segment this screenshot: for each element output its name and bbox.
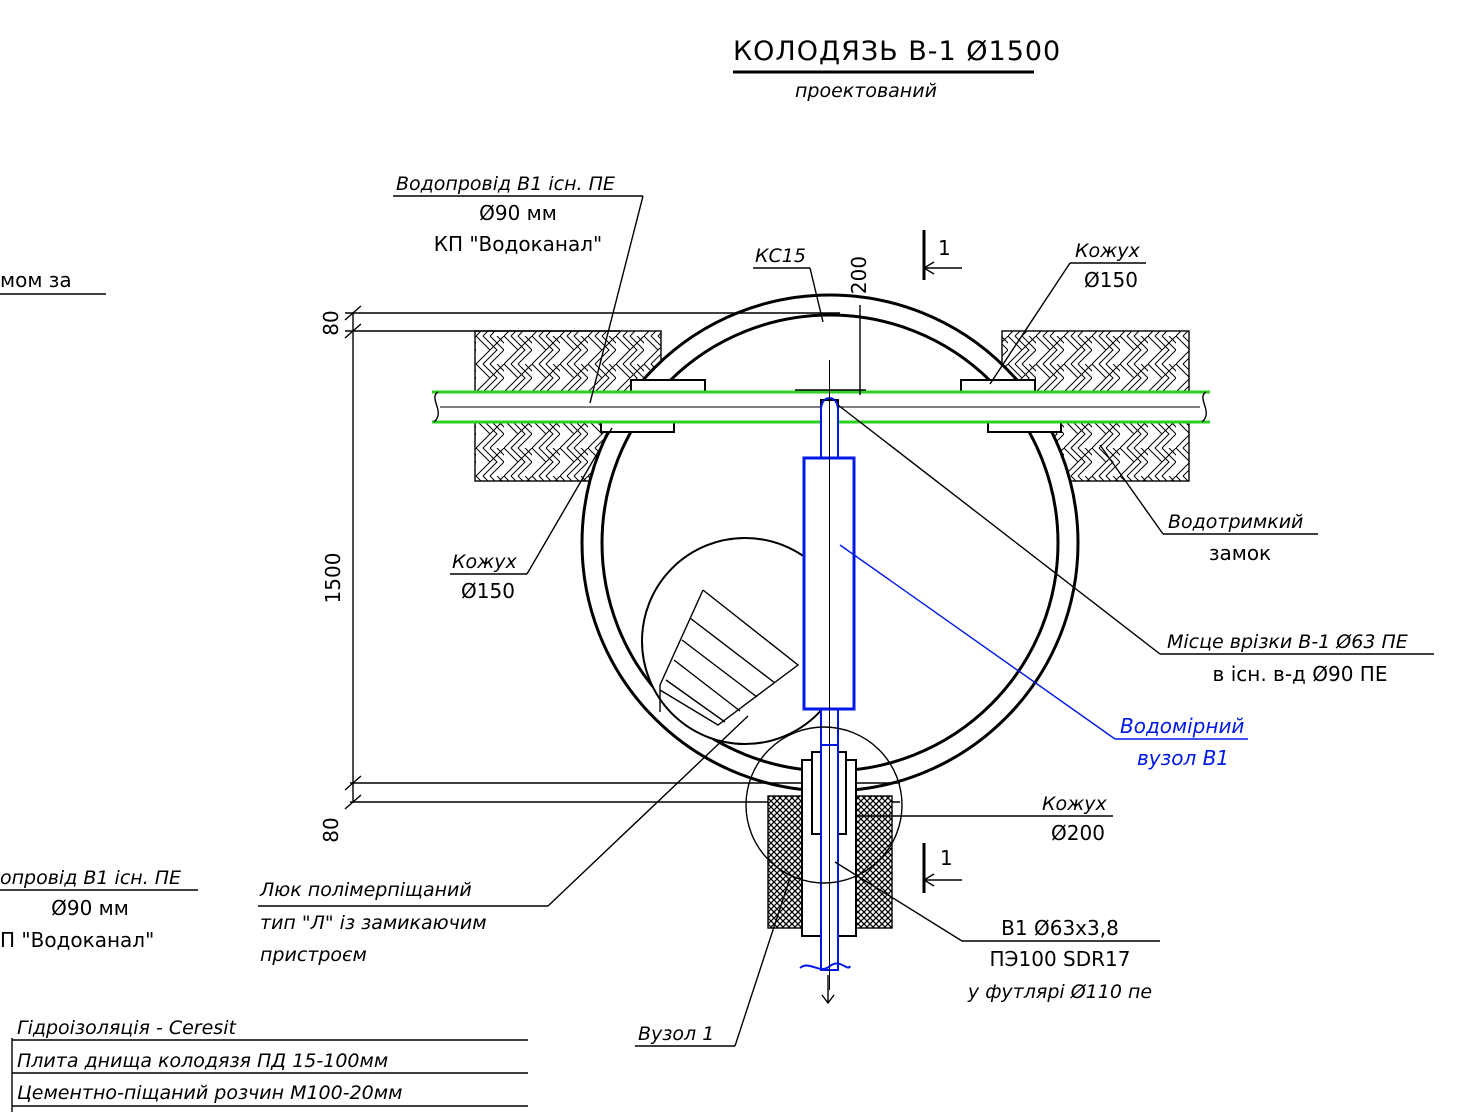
tap-location-label-2: в iсн. в-д Ø90 ПЕ (1213, 662, 1388, 686)
pipe-break-left (433, 391, 439, 423)
dim-200: 200 (847, 256, 871, 294)
meter-node-leader (839, 544, 1116, 740)
dim-80-top: 80 (319, 310, 343, 335)
dim-ticks (344, 305, 362, 810)
tap-location-leader (837, 404, 1161, 655)
watertight-label-2: замок (1209, 541, 1271, 565)
tap-location-label-1: Мiсце врiзки В-1 Ø63 ПЕ (1167, 631, 1408, 653)
section-label-bottom: 1 (940, 846, 953, 870)
casing200-label-1: Кожух (1042, 793, 1107, 815)
b1-label-2: ПЭ100 SDR17 (990, 947, 1131, 971)
layer-1: Гiдроiзоляцiя - Ceresit (17, 1017, 237, 1039)
drawing-subtitle: проектований (795, 80, 937, 102)
meter-node-label-1: Водомiрний (1120, 714, 1244, 738)
pipe-top-label-3: КП "Водоканал" (434, 232, 602, 256)
node-1-circle (745, 726, 903, 884)
casing-top-right (960, 379, 1036, 393)
ks15-label: КС15 (755, 245, 806, 267)
ks15-leader (809, 267, 824, 323)
watertight-label-1: Водотримкий (1168, 511, 1303, 533)
dim-80-bottom: 80 (319, 817, 343, 842)
node-1-leader (734, 877, 791, 1047)
casing-left-leader (526, 427, 613, 575)
pipe-top-leader (589, 195, 644, 404)
casing200-label-2: Ø200 (1051, 821, 1105, 845)
b1-label-1: В1 Ø63х3,8 (1001, 916, 1119, 940)
watertight-leader (1099, 444, 1164, 535)
pipe-top-label-1: Водопровiд В1 iсн. ПЕ (396, 173, 615, 195)
node-1-label: Вузол 1 (638, 1023, 714, 1045)
pipe-break-bottom (799, 962, 851, 970)
meter-node-label-2: вузол В1 (1137, 746, 1229, 770)
flow-arrow (821, 975, 835, 1005)
casing-right-leader (989, 262, 1071, 385)
drawing-title: КОЛОДЯЗЬ В-1 Ø1500 (733, 36, 1061, 67)
pipe-bottom-label-1: опровiд В1 iсн. ПЕ (0, 867, 181, 889)
hatch-leader (547, 715, 749, 907)
pipe-bottom-label-2: Ø90 мм (51, 896, 129, 920)
layer-2: Плита днища колодязя ПД 15-100мм (17, 1050, 388, 1072)
ladder-steps (659, 589, 800, 726)
pipe-top-label-2: Ø90 мм (479, 201, 557, 225)
section-label-top: 1 (938, 236, 951, 260)
casing-right-label-1: Кожух (1075, 240, 1140, 262)
layer-3: Цементно-пiщаний розчин М100-20мм (17, 1082, 402, 1104)
casing-right-label-2: Ø150 (1084, 268, 1138, 292)
casing-left-label-2: Ø150 (461, 579, 515, 603)
b1-label-3: у футлярi Ø110 пе (967, 981, 1152, 1003)
pipe-break-right (1201, 391, 1207, 423)
dim-1500: 1500 (321, 553, 345, 604)
hatch-label-3: пристроєм (260, 944, 367, 966)
left-fragment-text: мом за (0, 268, 72, 292)
hatch-label-1: Люк полiмерпiщаний (259, 879, 472, 901)
section-arrowhead-top (922, 261, 935, 275)
casing-top-left (630, 379, 706, 393)
casing-left-label-1: Кожух (452, 551, 517, 573)
section-arrowhead-bottom (922, 873, 935, 887)
hatch-label-2: тип "Л" iз замикаючим (260, 912, 487, 934)
pipe-bottom-label-3: П "Водоканал" (0, 928, 154, 952)
b1-leader (834, 861, 963, 942)
